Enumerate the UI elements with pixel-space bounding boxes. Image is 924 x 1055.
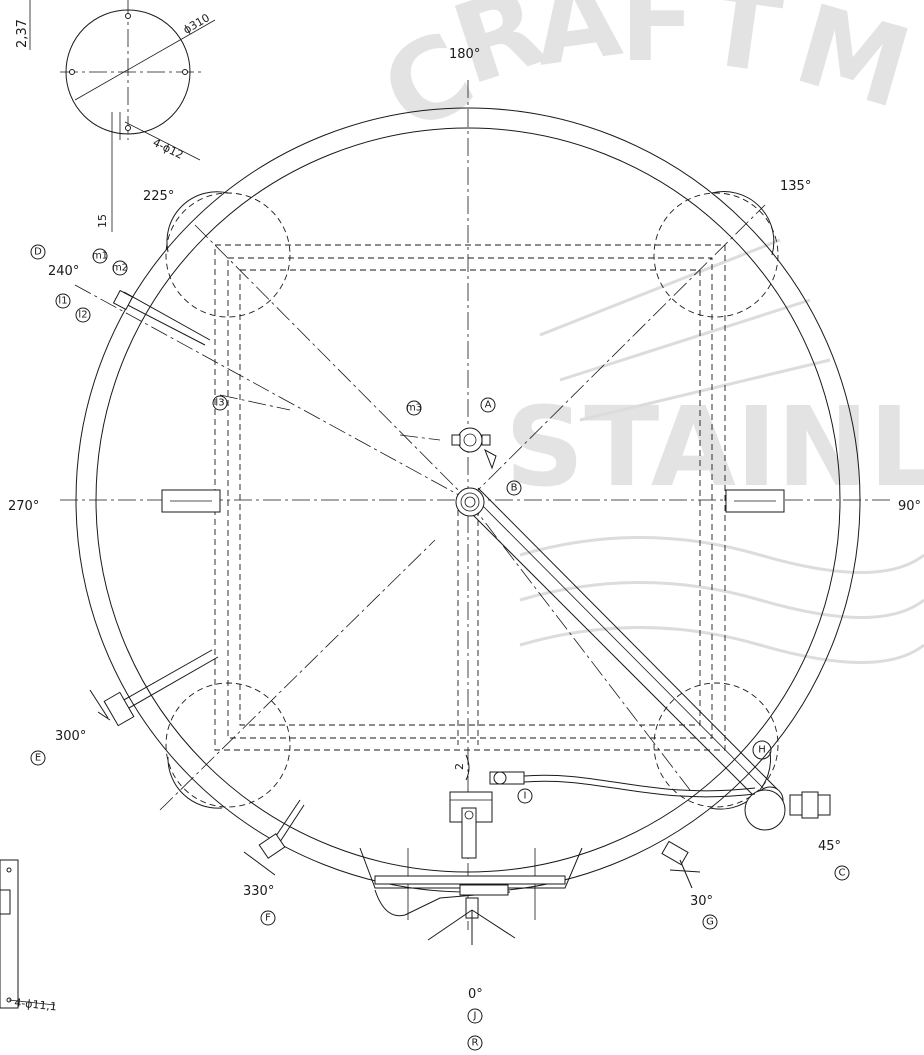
svg-text:I: I (524, 791, 527, 802)
flange-diameter-leader (74, 19, 216, 101)
watermark-wave-2 (519, 581, 924, 619)
svg-text:G: G (706, 917, 714, 928)
marker-l1: l1 (55, 293, 71, 309)
marker-i: I (517, 788, 533, 804)
angle-45: 45° (818, 839, 841, 854)
probe-e (89, 649, 219, 727)
bottom-outlet (359, 791, 583, 945)
svg-text:m1: m1 (92, 251, 108, 262)
bottom-left-holes-label: 4-ϕ11,1 (14, 996, 58, 1013)
probe-d (112, 289, 211, 346)
svg-text:l1: l1 (58, 296, 67, 307)
svg-text:l2: l2 (78, 310, 87, 321)
angle-labels: 180° 135° 225° 240° 270° 90° 300° 45° 33… (8, 47, 921, 1002)
marker-m3: m3 (406, 400, 422, 416)
svg-text:C: C (839, 868, 846, 879)
center-fittings (451, 427, 497, 517)
flange-holes-label: 4-ϕ12 (151, 136, 186, 162)
svg-text:l3: l3 (215, 398, 224, 409)
watermark-wave-1 (519, 536, 924, 574)
angle-0: 0° (468, 987, 483, 1002)
marker-m1: m1 (92, 248, 108, 264)
flange-diameter-label: ϕ310 (181, 11, 212, 36)
support-frame (214, 244, 726, 751)
angle-300: 300° (55, 729, 86, 744)
watermark-letter-t: T (696, 0, 788, 98)
svg-text:J: J (473, 1011, 477, 1022)
svg-text:B: B (511, 483, 518, 494)
svg-text:m3: m3 (406, 403, 422, 414)
marker-m2: m2 (112, 260, 128, 276)
watermark-letter-f: F (620, 0, 695, 86)
svg-text:m2: m2 (112, 263, 128, 274)
watermark-word: STAINL (505, 383, 924, 511)
watermark-letter-m: M (783, 0, 924, 133)
svg-text:R: R (472, 1038, 479, 1049)
marker-g: G (702, 914, 718, 930)
marker-e: E (30, 750, 46, 766)
angle-180: 180° (449, 47, 480, 62)
marker-c: C (834, 865, 850, 881)
watermark: C R A F T M STAINL (362, 0, 924, 664)
marker-h: H (752, 740, 772, 760)
angle-30: 30° (690, 894, 713, 909)
marker-a: A (480, 397, 496, 413)
svg-text:A: A (485, 400, 492, 411)
diagonal-pipe (463, 487, 831, 831)
side-lugs (161, 489, 785, 513)
svg-text:H: H (758, 745, 766, 756)
flange-detail: ϕ310 4-ϕ12 15 2,37 (15, 0, 216, 232)
watermark-wave-3 (519, 626, 924, 664)
marker-b: B (506, 480, 522, 496)
svg-text:D: D (34, 247, 42, 258)
marker-d: D (30, 244, 46, 260)
leg-pads (165, 191, 779, 810)
watermark-rays (539, 238, 831, 422)
angle-240: 240° (48, 264, 79, 279)
flange-offset-label: 15 (96, 214, 109, 228)
marker-f: F (260, 910, 276, 926)
bottom-left-detail: 4-ϕ11,1 (0, 859, 58, 1013)
svg-text:F: F (265, 913, 271, 924)
angle-225: 225° (143, 189, 174, 204)
valve-i (465, 754, 756, 798)
probe-g (661, 840, 701, 889)
marker-l3: l3 (212, 395, 228, 411)
markers: D m1 m2 l1 l2 l3 m3 A B E H I C F G J R (30, 244, 850, 1051)
marker-r: R (467, 1035, 483, 1051)
probe-f (243, 799, 305, 876)
angle-270: 270° (8, 499, 39, 514)
top-left-value: 2,37 (15, 19, 30, 48)
pipe-label: 2 (453, 763, 466, 770)
marker-j: J (467, 1008, 483, 1024)
angle-330: 330° (243, 884, 274, 899)
marker-l2: l2 (75, 307, 91, 323)
svg-text:E: E (35, 753, 41, 764)
watermark-letter-a: A (526, 0, 628, 91)
angle-90: 90° (898, 499, 921, 514)
angle-135: 135° (780, 179, 811, 194)
